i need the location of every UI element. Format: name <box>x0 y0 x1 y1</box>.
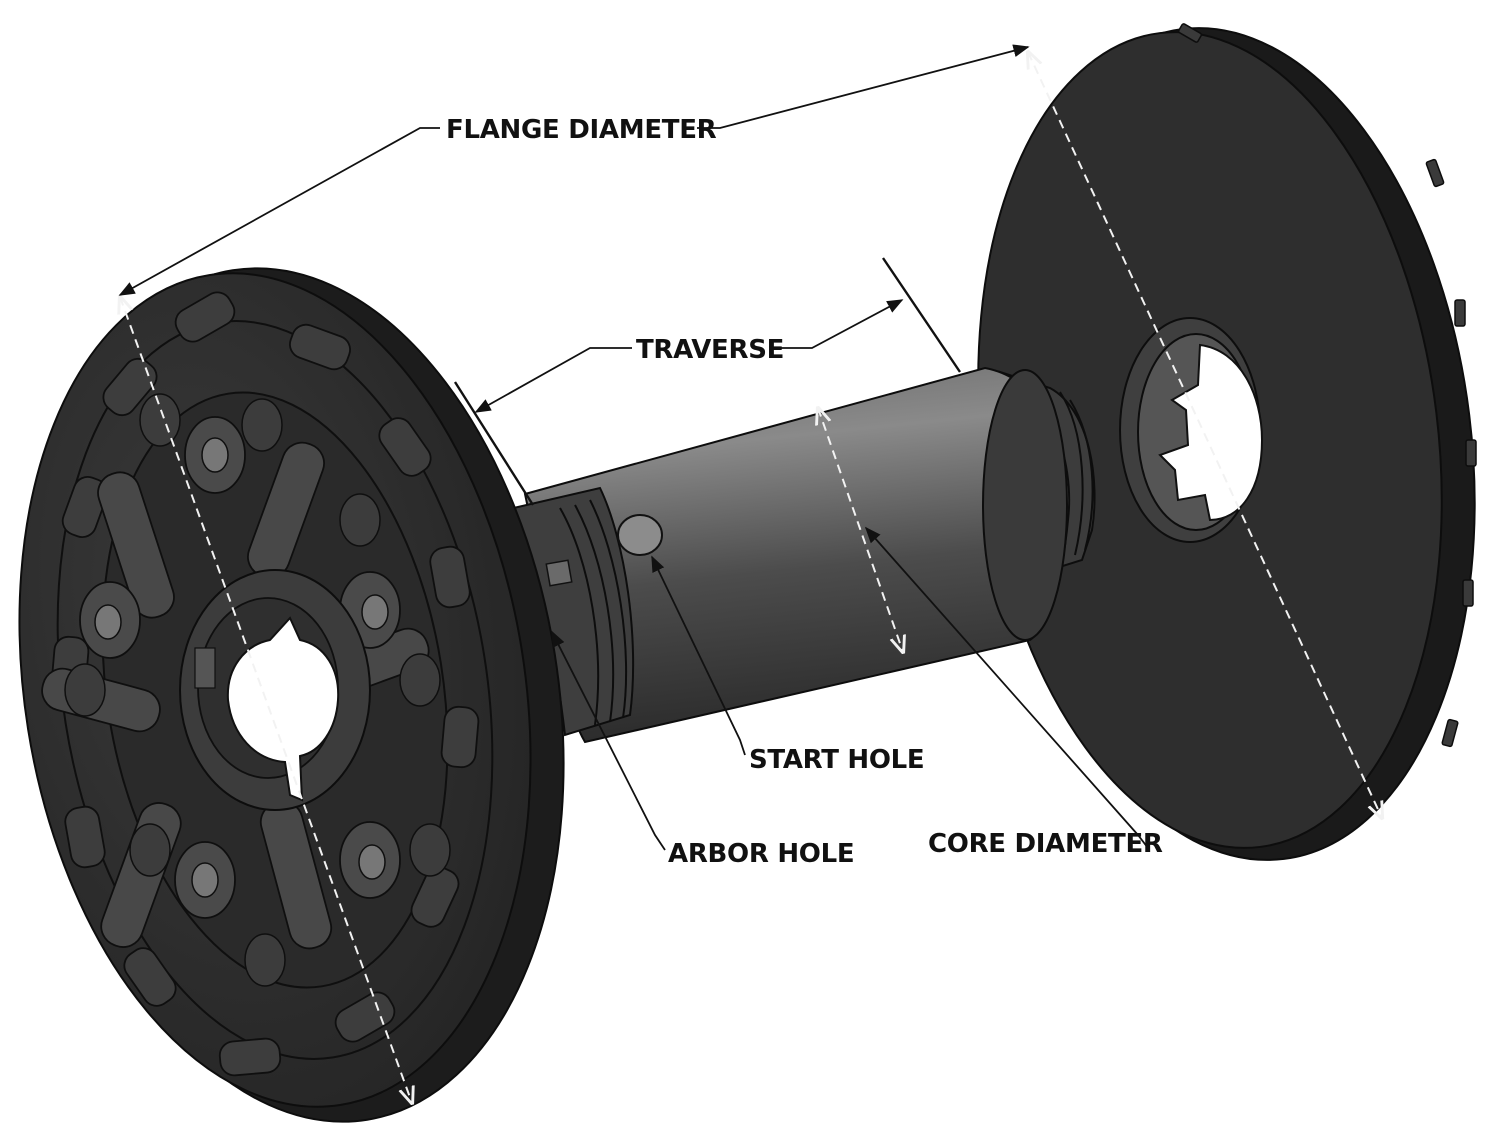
core-key <box>545 559 573 587</box>
core-diameter-dim <box>818 408 903 652</box>
callout-traverse: TRAVERSE <box>453 257 961 506</box>
callout-arbor-hole: ARBOR HOLE <box>551 630 855 869</box>
callout-core-diameter: CORE DIAMETER <box>864 526 1163 859</box>
right-flange-diameter-dim <box>1028 52 1382 818</box>
traverse-leader-left <box>474 347 632 413</box>
callout-start-hole: START HOLE <box>651 555 925 775</box>
right-flange-teeth <box>1177 23 1477 748</box>
traverse-leader-right <box>772 299 904 349</box>
core-right-end <box>982 369 1068 641</box>
left-flange-diameter-dim <box>120 297 412 1103</box>
left-flange <box>18 267 565 1123</box>
traverse-extension-left <box>453 381 535 506</box>
start-hole-leader <box>651 555 746 756</box>
flange-diameter-leader-left <box>118 127 440 296</box>
label-arbor-hole: ARBOR HOLE <box>668 839 854 869</box>
label-core-diameter: CORE DIAMETER <box>928 829 1163 859</box>
label-traverse: TRAVERSE <box>636 335 784 365</box>
flange-diameter-leader-right <box>697 44 1030 129</box>
label-start-hole: START HOLE <box>749 745 924 775</box>
callout-flange-diameter: FLANGE DIAMETER <box>118 44 1030 296</box>
arbor-hole-leader <box>551 630 666 851</box>
traverse-extension-right <box>882 257 961 373</box>
core-diameter-leader <box>864 526 1149 849</box>
left-flange-hub-serration <box>194 647 216 689</box>
label-flange-diameter: FLANGE DIAMETER <box>446 115 717 145</box>
start-hole <box>617 514 663 556</box>
